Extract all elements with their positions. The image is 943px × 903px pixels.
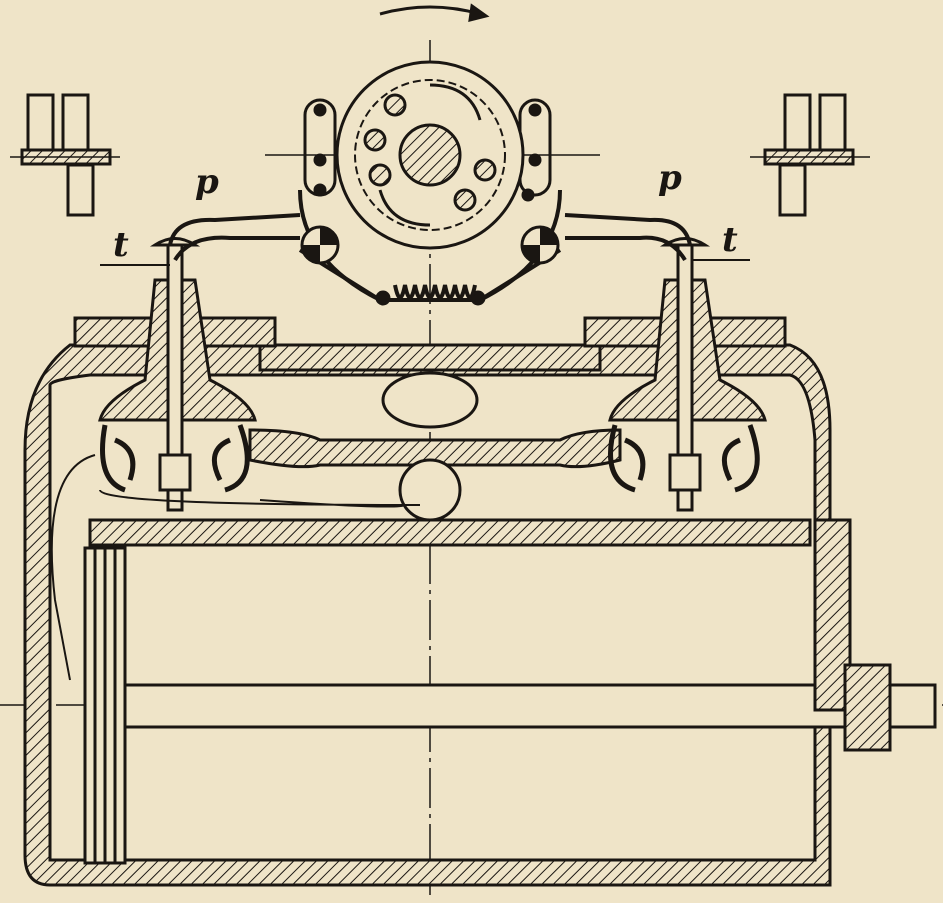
valve-chamber-floor	[88, 518, 812, 547]
roller-detail-right	[750, 93, 870, 217]
roller-detail-left	[10, 93, 120, 217]
piston-rod	[123, 683, 937, 729]
port-circle	[398, 458, 462, 522]
tension-spring	[393, 284, 477, 300]
valve-spring-left	[100, 424, 250, 493]
hub	[398, 123, 462, 187]
valve-spring-right	[608, 424, 760, 493]
label-rocker-left: p	[195, 162, 219, 202]
transfer-passage	[248, 428, 622, 469]
label-stem-left: t	[113, 225, 129, 265]
rocker-arm-left	[168, 213, 301, 262]
cylinder-housing	[23, 343, 832, 887]
rocker-arm-right	[564, 213, 692, 262]
port-oval	[381, 371, 479, 429]
rotation-arrow-icon	[379, 5, 481, 16]
label-stem-right: t	[722, 220, 738, 260]
label-rocker-right: p	[658, 158, 682, 198]
flow-arrow	[50, 454, 96, 681]
gland-nut	[843, 663, 892, 752]
top-plate	[258, 343, 602, 372]
